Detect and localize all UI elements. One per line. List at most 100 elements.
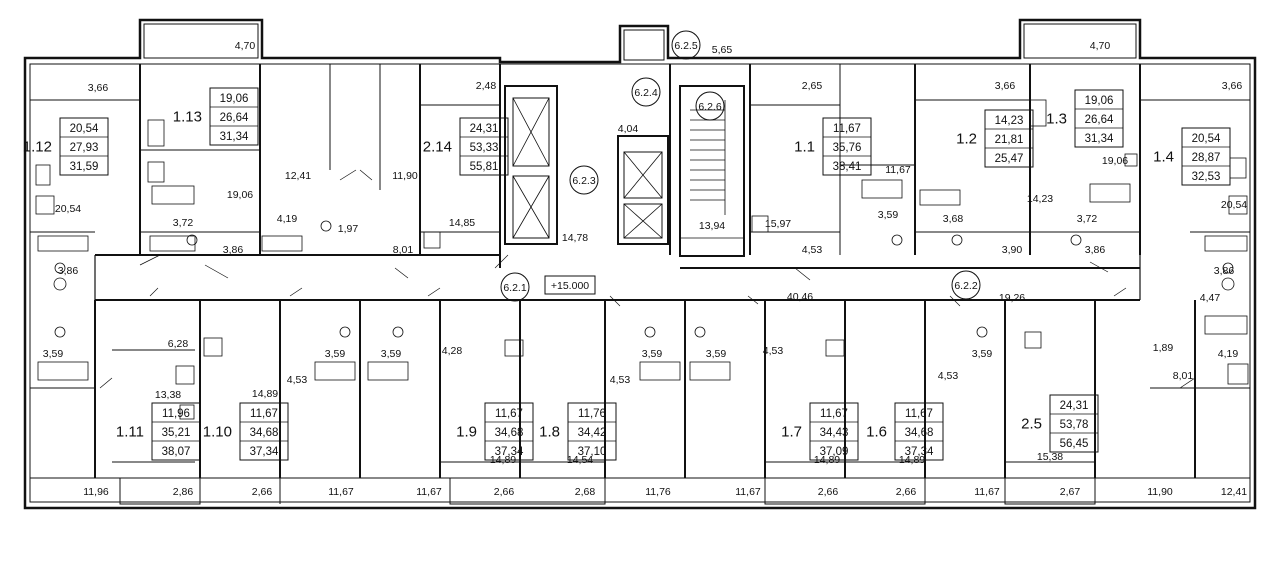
room-area-label: 3,59	[325, 348, 346, 360]
apartment-number: 1.1	[794, 139, 815, 156]
apartment-number: 2.14	[423, 139, 452, 156]
room-area-label: 19,06	[1102, 155, 1128, 167]
apartment-area: 37,09	[820, 446, 849, 458]
room-area-label: 3,86	[223, 244, 244, 256]
room-area-label: 14,23	[1027, 193, 1053, 205]
apartment-area: 25,47	[995, 153, 1024, 165]
room-area-label: 13,94	[699, 220, 725, 232]
apartment-number: 1.13	[173, 109, 202, 126]
apartment-area: 24,31	[470, 123, 499, 135]
room-area-label: 3,66	[88, 82, 109, 94]
apartment-number: 2.5	[1021, 416, 1042, 433]
apartment-number: 1.11	[116, 424, 144, 441]
apartment-area: 31,34	[220, 131, 249, 143]
room-area-label: 4,19	[1218, 348, 1239, 360]
room-area-label: 1,97	[338, 223, 359, 235]
apartments-layer: 20,54 27,93 31,59 1.12 19,06 26,64 31,34 1.13 24…	[23, 87, 1231, 461]
stair-core-tag: 6.2.3	[572, 175, 596, 187]
room-area-label: 3,72	[1077, 213, 1098, 225]
area-box	[239, 402, 289, 461]
room-area-label: 3,68	[943, 213, 964, 225]
apartment-area: 19,06	[220, 93, 249, 105]
apartment-area: 11,76	[578, 408, 606, 420]
apartment-number: 1.10	[203, 424, 232, 441]
plumbing-fixtures	[35, 99, 1249, 420]
apartment-area: 37,10	[578, 446, 607, 458]
apartment-area: 24,31	[1060, 400, 1089, 412]
walls	[23, 18, 1257, 510]
apartment-area: 55,81	[470, 161, 499, 173]
room-area-label: 3,59	[972, 348, 993, 360]
room-area-label: 4,53	[938, 370, 959, 382]
area-box	[1074, 89, 1124, 148]
room-area-label: 4,53	[802, 244, 823, 256]
room-area-label: 2,66	[896, 486, 917, 498]
apartment-number: 1.12	[23, 139, 52, 156]
room-area-label: 14,78	[562, 232, 588, 244]
room-area-label: 11,67	[974, 486, 1000, 498]
apartment-area: 34,68	[250, 427, 279, 439]
room-area-label: 11,76	[645, 486, 671, 498]
room-area-label: 4,53	[610, 374, 631, 386]
room-area-label: 3,59	[642, 348, 663, 360]
annotations-static	[500, 30, 981, 302]
apartment-area: 37,34	[905, 446, 934, 458]
area-box	[59, 117, 109, 176]
room-area-label: 4,53	[763, 345, 784, 357]
room-area-label: 3,90	[1002, 244, 1023, 256]
apartment-area: 34,42	[578, 427, 607, 439]
apartment-area: 31,59	[70, 161, 99, 173]
room-area-label: 4,53	[287, 374, 308, 386]
room-area-label: 2,48	[476, 80, 497, 92]
apartment-area: 11,67	[250, 408, 278, 420]
apartment-area: 27,93	[70, 142, 99, 154]
apartment-area: 20,54	[1192, 133, 1221, 145]
area-box	[1049, 394, 1099, 453]
apartment-area: 38,07	[162, 446, 191, 458]
apartment-area: 34,68	[905, 427, 934, 439]
apartment-number: 1.3	[1046, 111, 1067, 128]
apartment-number: 1.7	[781, 424, 802, 441]
room-area-label: 3,86	[1085, 244, 1106, 256]
apartment-number: 1.8	[539, 424, 560, 441]
apartment-area: 53,78	[1060, 419, 1089, 431]
room-area-label: 14,89	[814, 454, 840, 466]
area-box	[822, 117, 872, 176]
room-area-label: 11,67	[735, 486, 761, 498]
apartment-area: 53,33	[470, 142, 499, 154]
room-area-label: 2,86	[173, 486, 194, 498]
room-area-label: 14,89	[252, 388, 278, 400]
room-area-label: 3,86	[58, 265, 79, 277]
room-area-label: 12,41	[285, 170, 311, 182]
room-area-label: 3,59	[381, 348, 402, 360]
stair-core-tag: 6.2.5	[674, 40, 698, 52]
apartment-1-10: 11,67 34,68 37,34 1.10	[203, 402, 289, 461]
room-area-label: 2,67	[1060, 486, 1081, 498]
room-area-label: 19,26	[999, 292, 1025, 304]
apartment-number: 1.6	[866, 424, 887, 441]
room-area-label: 4,47	[1200, 292, 1221, 304]
apartment-area: 56,45	[1060, 438, 1089, 450]
room-area-label: 2,68	[575, 486, 596, 498]
area-box	[984, 109, 1034, 168]
apartment-area: 37,34	[250, 446, 279, 458]
room-area-label: 11,67	[416, 486, 442, 498]
apartment-area: 11,96	[162, 408, 190, 420]
apartment-area: 14,23	[995, 115, 1024, 127]
room-area-label: 40,46	[787, 291, 813, 303]
apartment-area: 28,87	[1192, 152, 1221, 164]
room-area-label: 12,41	[1221, 486, 1247, 498]
apartment-2-5: 24,31 53,78 56,45 2.5	[1021, 394, 1099, 453]
room-area-label: 14,85	[449, 217, 475, 229]
apartment-area: 26,64	[220, 112, 249, 124]
room-area-label: 15,38	[1037, 451, 1063, 463]
room-area-label: 3,66	[1222, 80, 1243, 92]
area-box	[809, 402, 859, 461]
